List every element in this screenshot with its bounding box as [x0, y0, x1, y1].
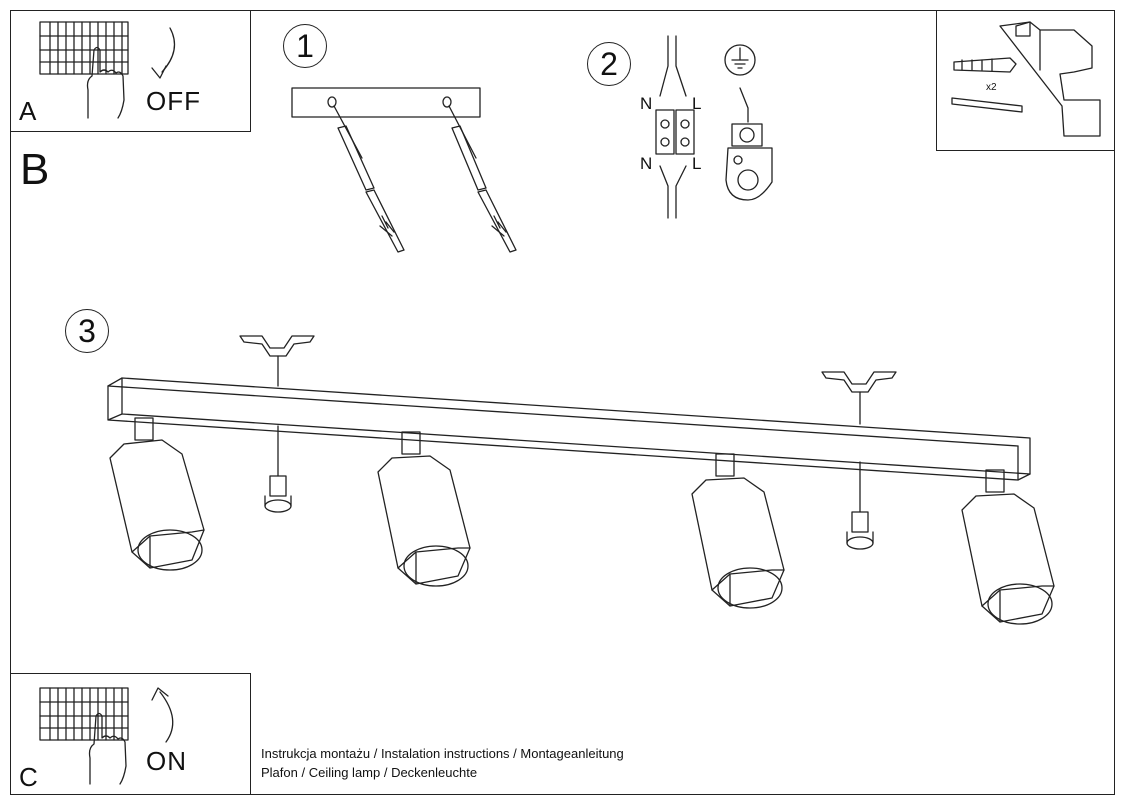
live-label-top: L — [692, 94, 702, 113]
breaker-panel-icon — [39, 21, 129, 75]
on-label: ON — [146, 746, 187, 776]
panel-b-letter: B — [20, 145, 50, 194]
spotlight-4 — [961, 469, 1055, 625]
spotlight-3 — [691, 453, 785, 609]
off-label: OFF — [146, 86, 201, 116]
footer-title: Instrukcja montażu / Instalation instruc… — [261, 746, 624, 761]
mounting-brackets — [239, 335, 897, 425]
arrow-down-icon — [161, 27, 176, 73]
hand-icon-c — [88, 712, 127, 785]
fixing-screw-1 — [264, 425, 292, 513]
breaker-panel-icon-c — [39, 687, 129, 741]
step-1-number: 1 — [283, 24, 327, 68]
neutral-label-bottom: N — [640, 154, 653, 173]
step-3-number: 3 — [65, 309, 109, 353]
spotlight-1 — [109, 417, 205, 571]
hand-icon — [86, 46, 125, 119]
fixing-screw-2 — [846, 461, 874, 550]
screw-icon — [951, 97, 1023, 113]
wall-plug-icon — [953, 57, 1017, 73]
neutral-label-top: N — [640, 94, 653, 113]
ground-terminal — [724, 44, 773, 201]
drill-icon — [999, 21, 1101, 137]
footer-subtitle: Plafon / Ceiling lamp / Deckenleuchte — [261, 765, 478, 780]
quantity-label: x2 — [986, 82, 997, 93]
panel-c-power-on — [10, 673, 251, 795]
screw-and-plug-2 — [448, 105, 517, 253]
panel-a-letter: A — [19, 96, 37, 126]
screw-and-plug-1 — [333, 105, 405, 253]
spotlight-2 — [377, 431, 471, 587]
mounting-plate — [291, 87, 481, 118]
drawing-frame — [10, 10, 1115, 795]
panel-c-letter: C — [19, 762, 38, 792]
lamp-rail — [107, 377, 1031, 481]
live-label-bottom: L — [692, 154, 702, 173]
step-2-number: 2 — [587, 42, 631, 86]
arrow-up-icon — [159, 691, 174, 743]
terminal-block — [655, 35, 695, 219]
tools-box — [936, 10, 1115, 151]
